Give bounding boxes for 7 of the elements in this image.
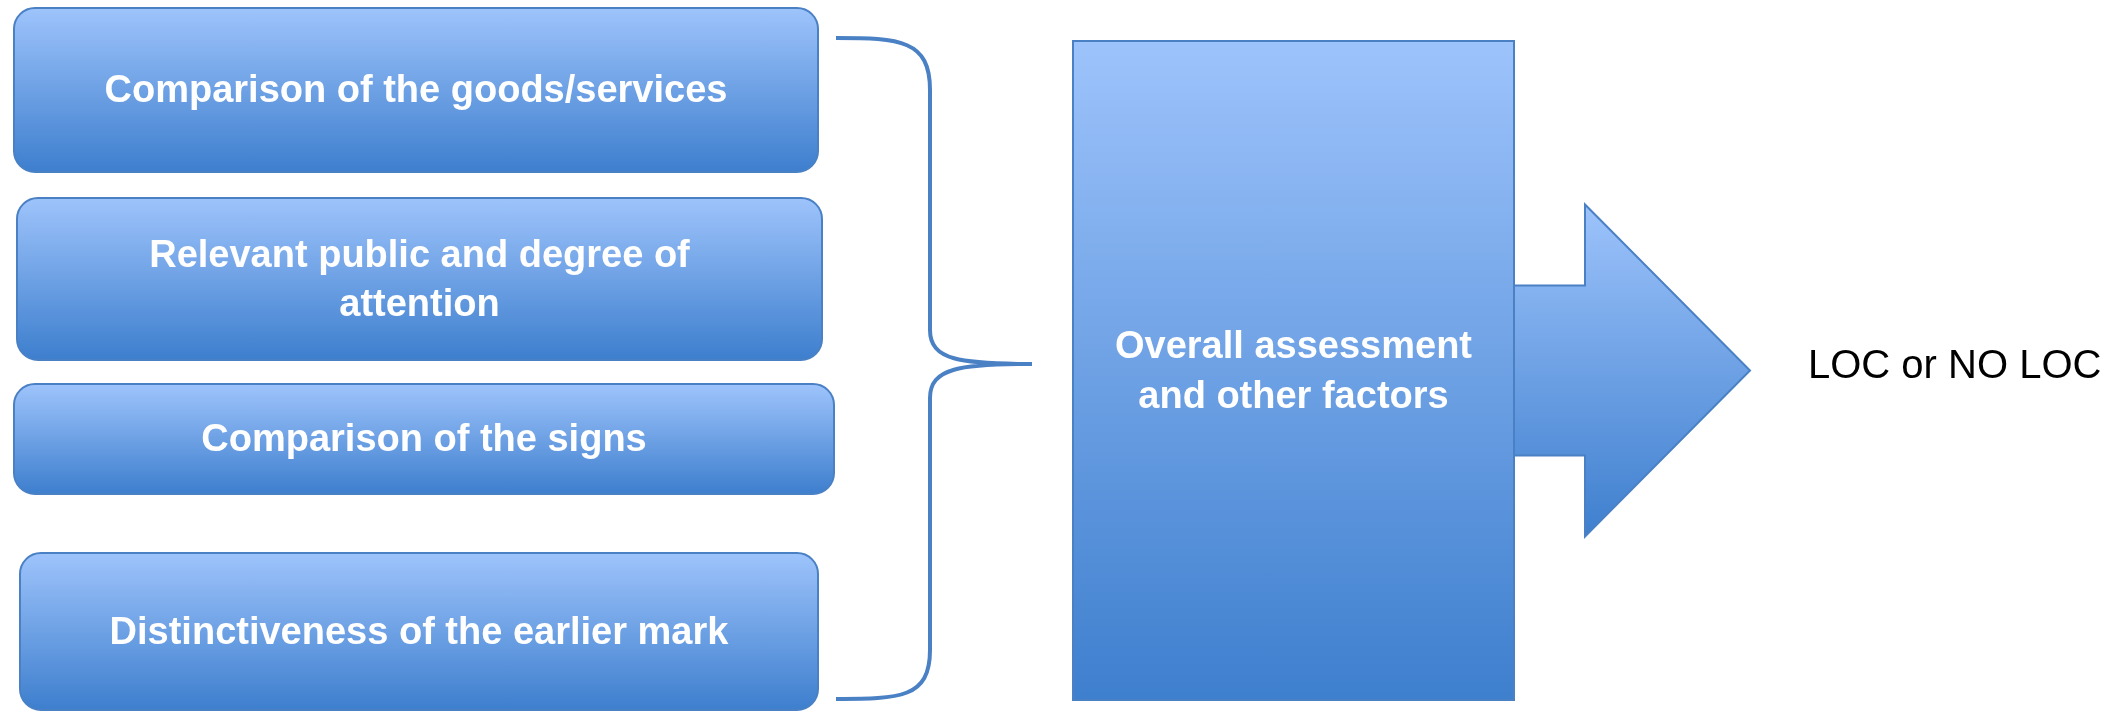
factor-box: Comparison of the signs bbox=[13, 383, 835, 495]
result-text: LOC or NO LOC bbox=[1808, 334, 2108, 394]
block-arrow bbox=[1512, 202, 1752, 539]
factor-box: Comparison of the goods/services bbox=[13, 7, 819, 173]
assessment-box: Overall assessment and other factors bbox=[1072, 40, 1515, 701]
factor-box: Relevant public and degree of attention bbox=[16, 197, 823, 361]
factor-box: Distinctiveness of the earlier mark bbox=[19, 552, 819, 711]
